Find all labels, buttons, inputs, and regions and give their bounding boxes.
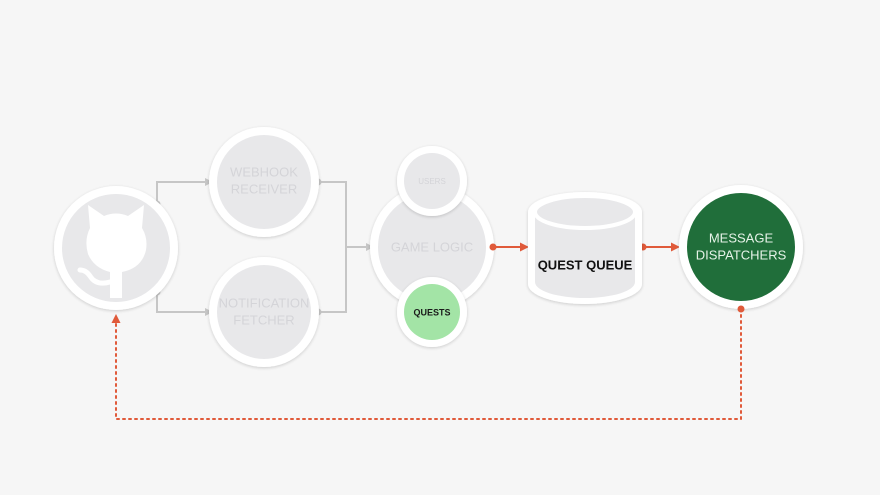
connector-github-to-notification: [156, 292, 213, 316]
webhook-receiver-node: WEBHOOK RECEIVER: [209, 127, 319, 237]
message-dispatchers-label-1: MESSAGE: [709, 230, 774, 245]
quest-queue-label: QUEST QUEUE: [538, 257, 633, 272]
quests-node: QUESTS: [397, 277, 467, 347]
message-dispatchers-node: MESSAGE DISPATCHERS: [679, 185, 803, 309]
quest-queue-node: QUEST QUEUE: [528, 192, 642, 304]
connector-notification-to-game-logic: [318, 247, 347, 313]
connector-github-to-webhook: [156, 178, 213, 204]
game-logic-label: GAME LOGIC: [391, 239, 473, 254]
connector-dispatchers-to-github: [111, 308, 742, 420]
message-dispatchers-label-2: DISPATCHERS: [696, 247, 787, 262]
github-node: [54, 186, 178, 310]
feedback-loop: [111, 305, 745, 420]
users-label: USERS: [418, 177, 446, 186]
notification-fetcher-node: NOTIFICATION FETCHER: [209, 257, 319, 367]
github-icon: [77, 205, 147, 298]
connector-webhook-to-game-logic: [318, 181, 374, 251]
webhook-receiver-label-2: RECEIVER: [231, 181, 297, 196]
game-logic-node: GAME LOGIC: [370, 185, 494, 309]
quests-label: QUESTS: [413, 307, 450, 317]
webhook-receiver-label-1: WEBHOOK: [230, 164, 298, 179]
users-node: USERS: [397, 146, 467, 216]
notification-fetcher-label-2: FETCHER: [233, 312, 294, 327]
notification-fetcher-label-1: NOTIFICATION: [219, 295, 310, 310]
